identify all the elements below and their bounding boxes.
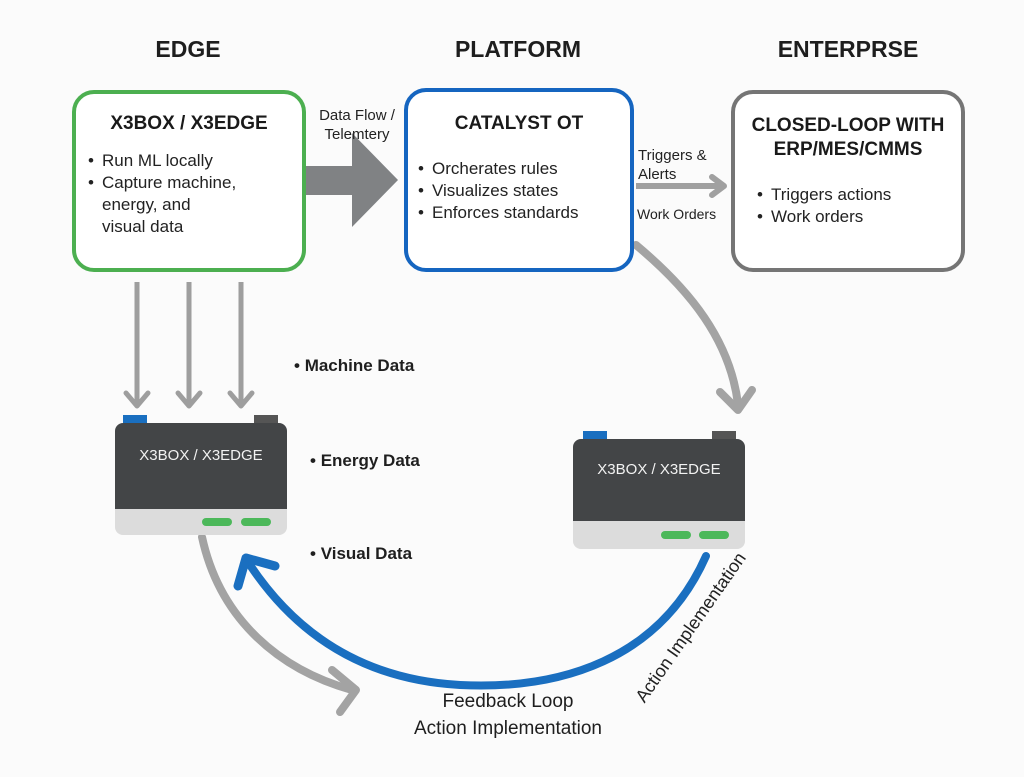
feedback-loop-line1: Feedback Loop (442, 691, 574, 712)
device-base (115, 509, 287, 535)
enterprise-title-line2: ERP/MES/CMMS (773, 139, 923, 160)
platform-bullet: Enforces standards (418, 202, 630, 224)
triggers-label-line2: Alerts (638, 166, 677, 183)
device-label: X3BOX / X3EDGE (139, 447, 263, 464)
data-type-energy: • Energy Data (310, 451, 420, 470)
enterprise-box-title: CLOSED-LOOP WITH ERP/MES/CMMS (735, 114, 961, 162)
edge-bullet: Run ML locally (88, 150, 302, 172)
column-title-enterprise: ENTERPRSE (777, 36, 919, 62)
triggers-label: Triggers & Alerts (638, 146, 707, 184)
enterprise-bullet: Work orders (757, 206, 961, 228)
device-label: X3BOX / X3EDGE (597, 461, 721, 478)
status-led (202, 518, 232, 526)
platform-to-device-arrow (632, 241, 756, 414)
column-title-platform: PLATFORM (454, 36, 582, 62)
left-edge-device: X3BOX / X3EDGE (115, 415, 287, 535)
edge-bullet: Capture machine, (88, 172, 302, 194)
edge-bullet-continued: energy, and (102, 195, 191, 214)
device-body: X3BOX / X3EDGE (573, 439, 745, 521)
feedback-loop-label: Feedback Loop Action Implementation (370, 688, 646, 742)
device-port-dark (254, 415, 278, 423)
device-port-dark (712, 431, 736, 439)
triggers-label-line1: Triggers & (638, 147, 707, 164)
down-arrow-1 (123, 282, 151, 409)
platform-bullet: Visualizes states (418, 180, 630, 202)
down-arrow-3 (227, 282, 255, 409)
feedback-loop-blue-arrow (233, 552, 710, 690)
status-led (699, 531, 729, 539)
data-type-label: Energy Data (320, 451, 420, 470)
right-edge-device: X3BOX / X3EDGE (573, 431, 745, 549)
enterprise-box: CLOSED-LOOP WITH ERP/MES/CMMS Triggers a… (731, 90, 965, 272)
data-flow-label-line2: Telemtery (324, 126, 390, 143)
enterprise-bullet: Triggers actions (757, 184, 961, 206)
data-flow-label: Data Flow / Telemtery (312, 106, 402, 144)
down-arrow-2 (175, 282, 203, 409)
triggers-arrow (636, 174, 727, 198)
status-led (241, 518, 271, 526)
edge-box: X3BOX / X3EDGE Run ML locally Capture ma… (72, 90, 306, 272)
enterprise-title-line1: CLOSED-LOOP WITH (751, 115, 945, 136)
work-orders-label: Work Orders (637, 206, 717, 222)
edge-box-title: X3BOX / X3EDGE (110, 113, 268, 134)
data-flow-arrow (304, 133, 398, 227)
platform-box: CATALYST OT Orcherates rules Visualizes … (404, 88, 634, 272)
data-flow-label-line1: Data Flow / (319, 107, 395, 124)
data-type-label: Visual Data (320, 544, 413, 563)
feedback-loop-line2: Action Implementation (414, 718, 602, 739)
platform-bullet: Orcherates rules (418, 158, 630, 180)
data-type-label: Machine Data (304, 356, 415, 375)
device-port-blue (123, 415, 147, 423)
device-body: X3BOX / X3EDGE (115, 423, 287, 509)
device-feedback-gray-arrow (198, 533, 360, 716)
edge-bullet-continued: visual data (102, 217, 184, 236)
data-type-machine: • Machine Data (294, 356, 415, 375)
data-type-visual: • Visual Data (310, 544, 413, 563)
column-title-edge: EDGE (155, 36, 221, 62)
platform-box-title: CATALYST OT (454, 113, 584, 134)
device-port-blue (583, 431, 607, 439)
status-led (661, 531, 691, 539)
device-base (573, 521, 745, 549)
